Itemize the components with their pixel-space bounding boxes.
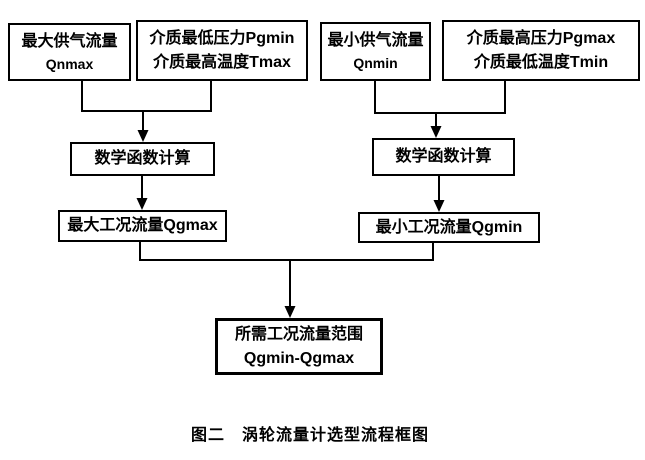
node-qgmax: 最大工况流量Qgmax (58, 210, 227, 242)
node-flow-range: 所需工况流量范围 Qgmin-Qgmax (215, 318, 383, 375)
node-qgmax-label: 最大工况流量Qgmax (67, 217, 218, 234)
node-flow-range-line1: 所需工况流量范围 (234, 325, 363, 343)
node-qgmin: 最小工况流量Qgmin (358, 212, 540, 243)
node-qnmax-line2: Qnmax (45, 55, 94, 72)
node-calc-right: 数学函数计算 (372, 138, 515, 176)
node-pgmin-tmax-line2: 介质最高温度Tmax (153, 53, 291, 71)
node-pgmin-tmax-line1: 介质最低压力Pgmin (149, 29, 295, 47)
node-qgmin-label: 最小工况流量Qgmin (375, 218, 523, 236)
node-pgmax-tmin: 介质最高压力Pgmax 介质最低温度Tmin (442, 20, 640, 81)
node-qnmin-line2: Qnmin (353, 55, 398, 71)
node-qnmin-line1: 最小供气流量 (327, 32, 424, 49)
node-calc-left-label: 数学函数计算 (94, 150, 191, 167)
node-qnmax-line1: 最大供气流量 (21, 32, 118, 50)
node-flow-range-line2: Qgmin-Qgmax (243, 349, 355, 367)
node-pgmax-tmin-line2: 介质最低温度Tmin (473, 53, 609, 71)
node-qnmin: 最小供气流量 Qnmin (320, 22, 431, 81)
node-pgmin-tmax: 介质最低压力Pgmin 介质最高温度Tmax (136, 20, 308, 81)
node-calc-left: 数学函数计算 (70, 142, 215, 176)
figure-caption: 图二 涡轮流量计选型流程框图 (190, 427, 429, 444)
node-qnmax: 最大供气流量 Qnmax (8, 23, 131, 81)
node-pgmax-tmin-line1: 介质最高压力Pgmax (466, 29, 616, 47)
node-calc-right-label: 数学函数计算 (395, 148, 492, 165)
